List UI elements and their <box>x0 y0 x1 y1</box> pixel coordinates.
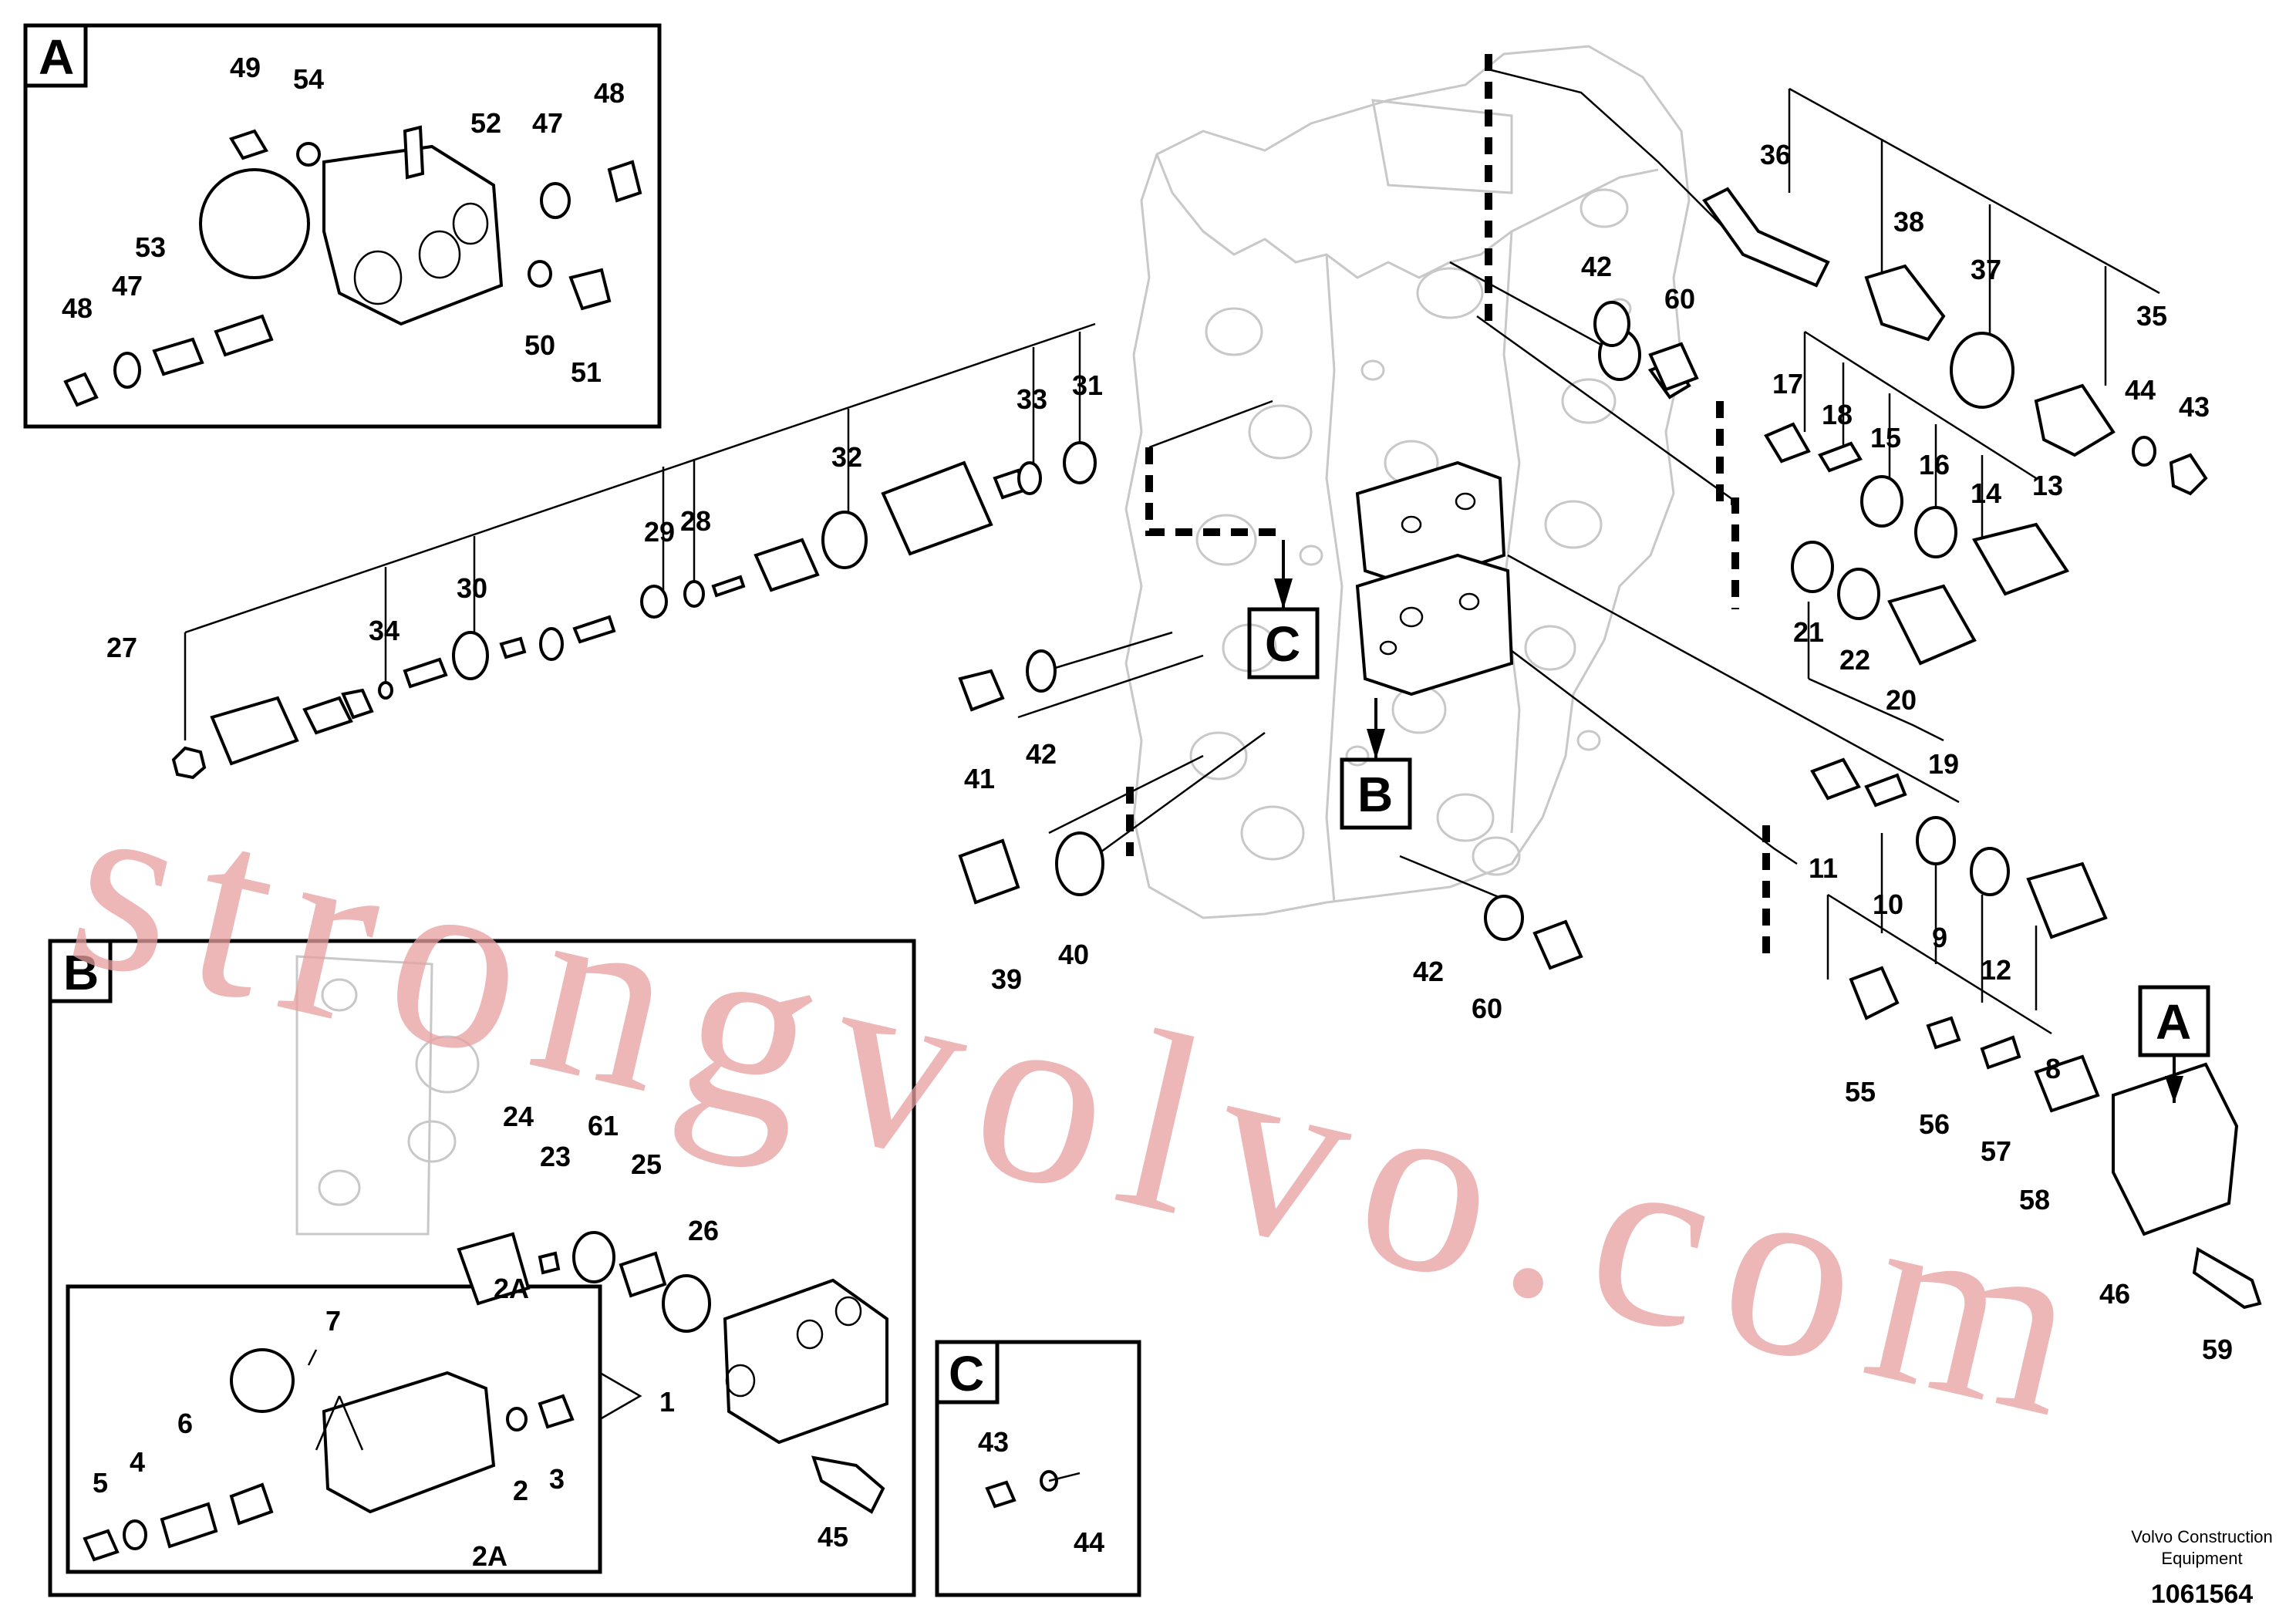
valve-chain-lower <box>1810 757 2262 1310</box>
callout-20: 20 <box>1886 684 1917 716</box>
callout-41: 41 <box>964 763 995 794</box>
reference-marker-a <box>2138 985 2210 1103</box>
callout-30: 30 <box>457 572 487 604</box>
callout-16: 16 <box>1919 449 1950 481</box>
callout-34: 34 <box>369 615 400 646</box>
callout-25: 25 <box>631 1148 662 1180</box>
callout-42-bottom: 42 <box>1413 956 1444 987</box>
detail-box-b-label: B <box>63 945 99 1000</box>
callout-33: 33 <box>1017 383 1047 415</box>
callout-8: 8 <box>2045 1053 2061 1084</box>
callout-58: 58 <box>2019 1184 2050 1216</box>
cartridge-chain-left <box>171 441 1097 780</box>
reference-marker-c-label: C <box>1265 616 1300 672</box>
callout-49: 49 <box>230 52 261 83</box>
callout-11: 11 <box>1809 852 1838 884</box>
valve-chain-middle <box>1764 422 2070 666</box>
callout-47-top: 47 <box>532 107 563 139</box>
callout-53: 53 <box>135 231 166 263</box>
callout-50: 50 <box>524 329 555 361</box>
callout-32: 32 <box>831 441 862 473</box>
reference-marker-b <box>1340 698 1412 830</box>
reference-marker-a-label: A <box>2156 994 2191 1050</box>
callout-12: 12 <box>1981 954 2011 986</box>
leader-lines <box>184 68 2160 1035</box>
callout-23: 23 <box>540 1141 571 1172</box>
callout-59: 59 <box>2202 1334 2233 1365</box>
detail-box-a <box>23 23 662 429</box>
callout-26: 26 <box>688 1215 719 1246</box>
callout-39: 39 <box>991 963 1022 995</box>
callout-15: 15 <box>1870 422 1901 454</box>
reference-marker-c <box>1247 540 1320 679</box>
callout-4: 4 <box>130 1446 145 1478</box>
callout-31: 31 <box>1072 369 1103 401</box>
callout-24: 24 <box>503 1101 534 1132</box>
callout-54: 54 <box>293 63 324 95</box>
callout-42-left: 42 <box>1026 738 1057 770</box>
callout-37: 37 <box>1971 254 2001 285</box>
document-number: 1061564 <box>2151 1580 2253 1609</box>
callout-47-bottom: 47 <box>112 270 143 302</box>
callout-43-c: 43 <box>978 1426 1009 1458</box>
callout-45: 45 <box>818 1521 848 1553</box>
callout-19: 19 <box>1928 748 1959 780</box>
callout-42-top: 42 <box>1581 251 1612 282</box>
detail-box-b <box>48 939 916 1597</box>
callout-2a-top: 2A <box>494 1273 529 1304</box>
callout-9: 9 <box>1932 922 1947 953</box>
plugs-middle <box>958 301 1699 970</box>
callout-10: 10 <box>1873 889 1903 920</box>
callout-3: 3 <box>549 1463 565 1495</box>
callout-22: 22 <box>1839 644 1870 676</box>
callout-56: 56 <box>1919 1108 1950 1140</box>
callout-6: 6 <box>177 1408 193 1439</box>
callout-55: 55 <box>1845 1076 1876 1108</box>
detail-box-a-label: A <box>39 29 74 85</box>
callout-13: 13 <box>2032 470 2063 501</box>
callout-21: 21 <box>1793 616 1824 648</box>
cover-blocks-center <box>1355 460 1514 696</box>
dashed-dividers <box>1126 54 1770 964</box>
callout-2: 2 <box>513 1475 528 1506</box>
callout-43-top: 43 <box>2179 391 2210 423</box>
callout-48-top: 48 <box>594 77 625 109</box>
detail-box-c-label: C <box>949 1346 984 1401</box>
callout-18: 18 <box>1822 399 1853 430</box>
callout-1: 1 <box>659 1386 675 1418</box>
callout-5: 5 <box>93 1467 108 1499</box>
brand-line-2: Equipment <box>2161 1549 2242 1568</box>
callout-48-bottom: 48 <box>62 292 93 324</box>
brand-line-1: Volvo Construction <box>2131 1527 2272 1546</box>
callout-60-bottom: 60 <box>1472 993 1502 1024</box>
callout-46: 46 <box>2099 1278 2130 1310</box>
valve-body-outline <box>1124 45 1691 919</box>
callout-44-top: 44 <box>2125 374 2156 406</box>
callout-7: 7 <box>325 1305 341 1337</box>
spool-chain-top <box>1598 187 2208 496</box>
callout-36: 36 <box>1760 139 1791 170</box>
callout-17: 17 <box>1772 368 1803 400</box>
reference-marker-b-label: B <box>1357 767 1393 822</box>
callout-61: 61 <box>588 1110 619 1141</box>
callout-27: 27 <box>106 632 137 663</box>
callout-40: 40 <box>1058 939 1089 970</box>
callout-60-top: 60 <box>1664 283 1695 315</box>
callout-14: 14 <box>1971 477 2001 509</box>
callout-52: 52 <box>470 107 501 139</box>
callout-57: 57 <box>1981 1135 2011 1167</box>
callout-2a-bottom: 2A <box>472 1540 507 1572</box>
callout-35: 35 <box>2136 300 2167 332</box>
callout-28: 28 <box>680 505 711 537</box>
detail-box-c <box>935 1340 1141 1597</box>
callout-29: 29 <box>644 516 675 548</box>
callout-51: 51 <box>571 356 602 388</box>
callout-44-c: 44 <box>1074 1526 1104 1558</box>
callout-38: 38 <box>1893 206 1924 238</box>
